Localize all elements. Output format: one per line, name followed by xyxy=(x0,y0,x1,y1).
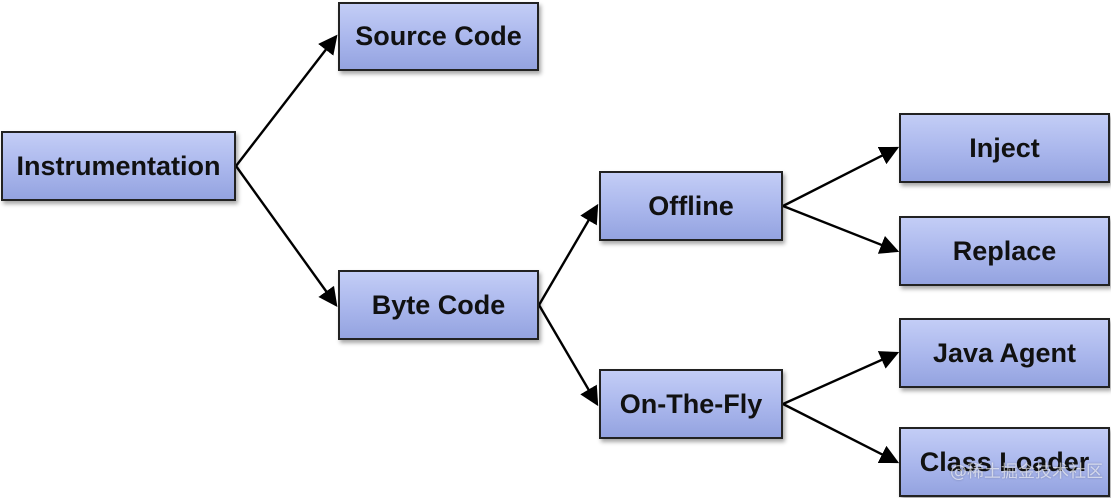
arrow-byte-code-to-on-the-fly xyxy=(537,304,599,407)
arrow-byte-code-to-offline xyxy=(537,203,599,306)
node-class-loader: Class Loader xyxy=(899,427,1110,497)
arrow-on-the-fly-to-class-loader xyxy=(782,402,900,464)
arrow-offline-to-inject xyxy=(782,146,900,208)
node-byte-code: Byte Code xyxy=(338,270,539,340)
node-source-code: Source Code xyxy=(338,2,539,71)
node-instrumentation: Instrumentation xyxy=(1,131,236,201)
arrow-offline-to-replace xyxy=(782,204,900,254)
node-on-the-fly: On-The-Fly xyxy=(599,369,783,439)
node-replace: Replace xyxy=(899,216,1110,286)
arrow-on-the-fly-to-java-agent xyxy=(782,351,900,406)
node-java-agent: Java Agent xyxy=(899,318,1110,388)
node-offline: Offline xyxy=(599,171,783,241)
arrow-instrumentation-to-source-code xyxy=(235,34,338,167)
arrow-instrumentation-to-byte-code xyxy=(235,165,338,307)
node-inject: Inject xyxy=(899,113,1110,183)
